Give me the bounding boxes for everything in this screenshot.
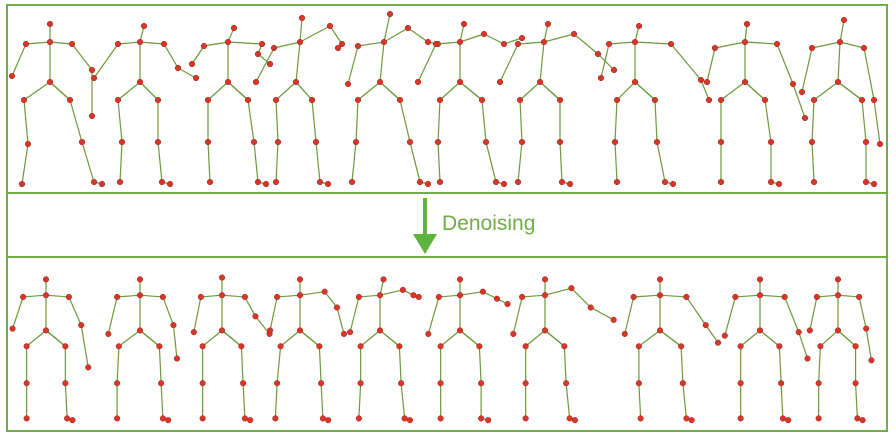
top-skeleton-3	[252, 14, 346, 188]
top-skeleton-0	[8, 20, 106, 188]
denoising-label: Denoising	[442, 212, 536, 235]
noisy-poses-panel	[6, 4, 888, 194]
bottom-skeleton-6	[510, 276, 617, 424]
bottom-skeleton-3	[267, 276, 348, 424]
bottom-skeleton-4	[347, 276, 422, 424]
top-skeleton-8	[703, 20, 809, 188]
top-skeleton-1	[90, 22, 200, 188]
bottom-skeleton-0	[9, 276, 92, 424]
denoising-panel	[6, 192, 888, 258]
bottom-skeleton-9	[806, 276, 875, 424]
bottom-skeleton-1	[105, 276, 181, 424]
bottom-skeleton-2	[190, 274, 273, 424]
top-skeleton-9	[798, 16, 884, 188]
down-arrow-icon	[413, 198, 437, 254]
top-skeleton-7	[597, 22, 713, 188]
top-skeleton-4	[344, 10, 442, 188]
top-skeleton-2	[188, 24, 274, 188]
bottom-skeleton-7	[621, 276, 722, 424]
bottom-skeleton-5	[425, 276, 511, 424]
top-skeleton-5	[414, 20, 526, 188]
bottom-skeleton-8	[721, 276, 811, 424]
top-skeleton-6	[496, 20, 618, 188]
